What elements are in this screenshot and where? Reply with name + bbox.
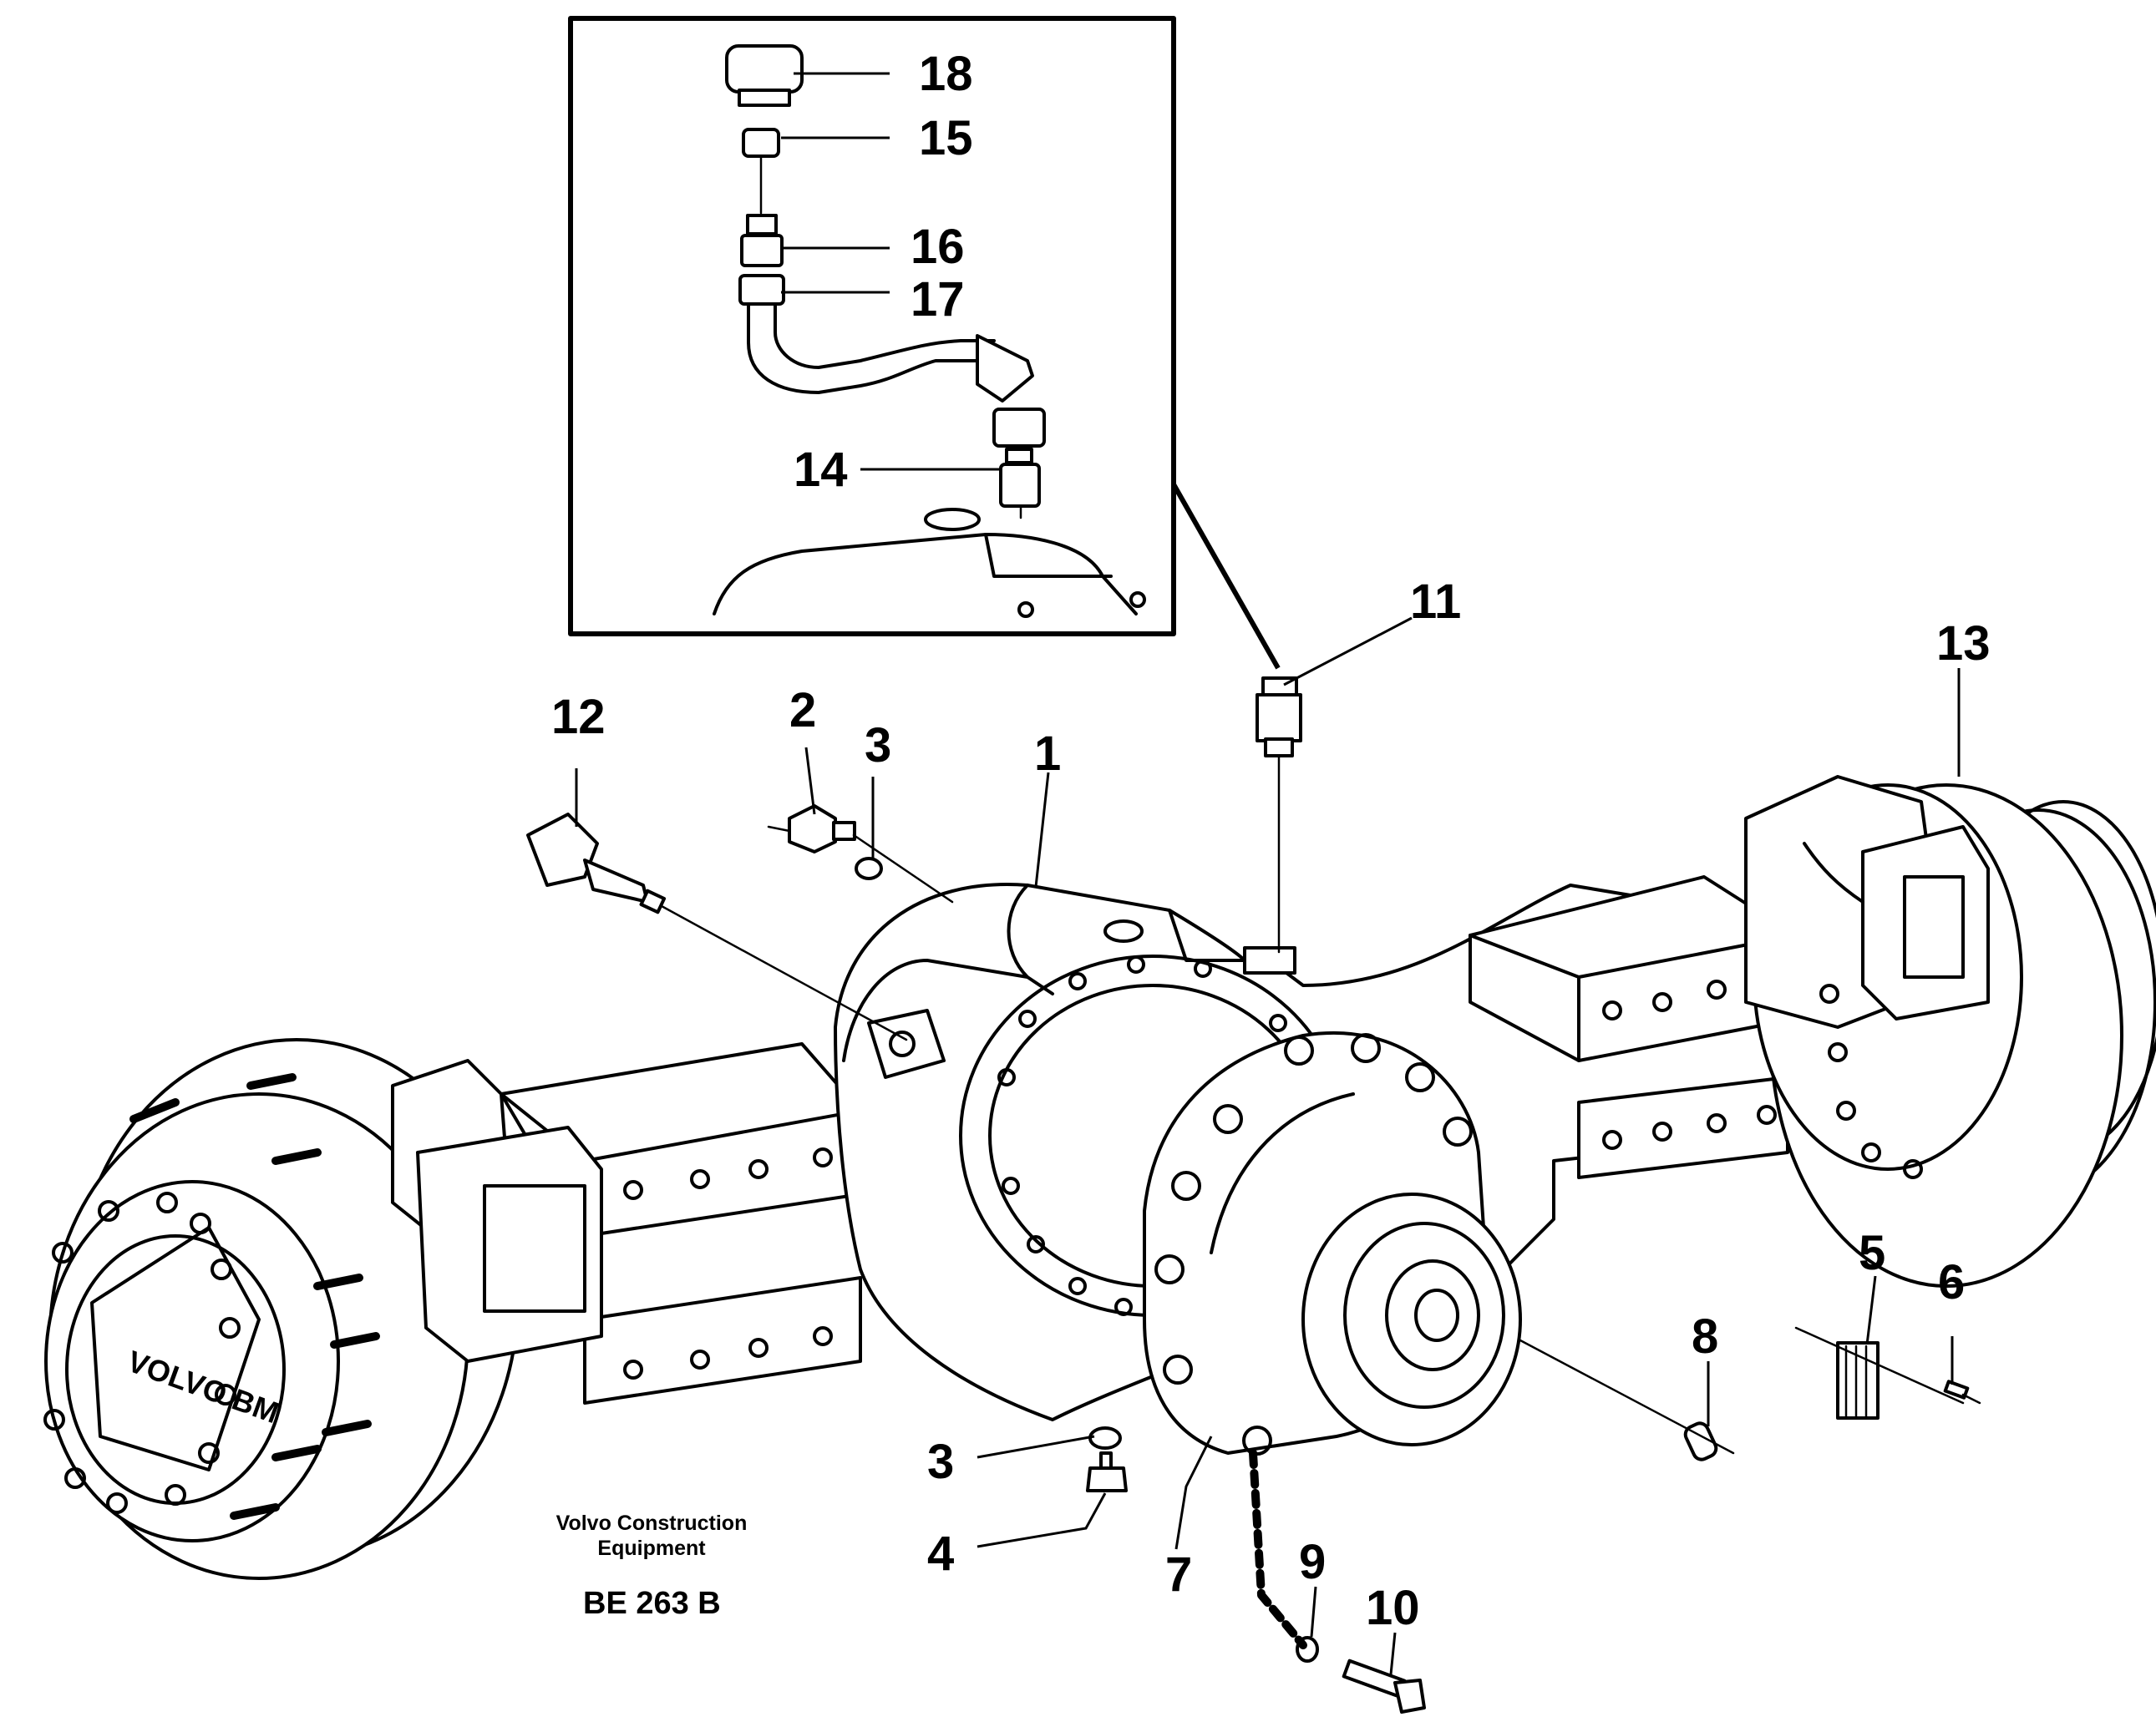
callout-13: 13 — [1936, 616, 1991, 671]
credit-line-1: Volvo Construction — [556, 1512, 748, 1535]
sensor-mount-plate — [867, 1009, 946, 1079]
callout-3-upper: 3 — [865, 718, 891, 772]
credit-line-2: Equipment — [597, 1537, 706, 1560]
inset-bolt — [1129, 591, 1146, 608]
callout-17: 17 — [911, 272, 965, 327]
right-wheel-hub — [1744, 775, 2156, 1288]
callout-14: 14 — [794, 443, 848, 497]
screw-6 — [1943, 1380, 1970, 1400]
hose-end-nut — [992, 408, 1046, 448]
left-arm-bolts — [623, 1147, 833, 1380]
hose-fitting-17 — [738, 274, 785, 306]
sensor-11 — [1256, 676, 1302, 954]
callout-12: 12 — [551, 690, 606, 744]
sensor-boss — [1243, 946, 1296, 975]
sensor-12 — [526, 813, 908, 1041]
callout-10: 10 — [1366, 1581, 1420, 1635]
drawing-code: BE 263 B — [583, 1586, 721, 1621]
dashed-assembly-line — [1249, 1449, 1307, 1649]
callout-11: 11 — [1410, 575, 1461, 629]
callout-5: 5 — [1859, 1226, 1885, 1280]
bolt-10 — [1342, 1659, 1426, 1714]
right-hub-bolts — [1819, 984, 1923, 1179]
inset-frame — [568, 16, 1176, 636]
washer-3-upper — [855, 857, 883, 880]
nipple-14 — [999, 463, 1041, 508]
callout-3-lower: 3 — [927, 1435, 954, 1489]
callout-6: 6 — [1938, 1255, 1965, 1309]
callout-labels: 18 15 16 17 14 11 13 12 2 3 1 5 6 8 3 4 … — [551, 47, 1991, 1635]
callout-7: 7 — [1165, 1547, 1192, 1602]
left-caliper — [416, 1126, 603, 1363]
element-5 — [1794, 1326, 1965, 1420]
left-caliper-pad — [483, 1184, 586, 1313]
right-arm-lower-box — [1577, 1076, 1789, 1179]
breather-cap — [725, 44, 804, 107]
flange-bolt-holes — [997, 955, 1287, 1316]
hose-elbow — [976, 334, 1034, 403]
callout-15: 15 — [919, 111, 973, 165]
inset-housing-top — [713, 533, 1138, 615]
callout-8: 8 — [1692, 1309, 1718, 1364]
callout-16: 16 — [911, 220, 965, 274]
washer-3-lower — [1088, 1426, 1122, 1450]
drain-plug-2 — [788, 804, 856, 853]
inset-detail-breather — [568, 16, 1176, 636]
callout-18: 18 — [919, 47, 973, 101]
left-arm-lower-box — [583, 1276, 862, 1405]
callout-9: 9 — [1299, 1535, 1326, 1589]
credit-block: Volvo Construction Equipment BE 263 B — [556, 1512, 748, 1621]
hose-17-lower — [747, 303, 996, 394]
final-drive-cover — [1143, 1031, 1522, 1456]
adapter-16-top — [746, 214, 778, 236]
adapter-16 — [740, 234, 784, 267]
callout-2: 2 — [789, 683, 816, 737]
inset-pointer — [1171, 483, 1281, 670]
hub-bolt-pattern — [43, 1192, 241, 1514]
hose-17-upper — [774, 303, 996, 369]
inset-breather-port — [924, 508, 981, 531]
inset-bolt — [1017, 601, 1034, 618]
inset-housing-edge — [984, 533, 1113, 578]
callout-4: 4 — [927, 1527, 954, 1581]
right-caliper — [1861, 825, 1990, 1021]
callout-1: 1 — [1034, 727, 1061, 781]
washer-9 — [1296, 1636, 1319, 1663]
plug-4 — [1086, 1451, 1128, 1492]
cover-bolt-bosses — [1154, 1033, 1473, 1456]
housing-top-plug — [1103, 919, 1144, 943]
nut-15 — [742, 128, 780, 158]
leader-lines — [575, 72, 1961, 1675]
wheel-studs — [129, 1073, 380, 1520]
left-wheel-hub: VOLVO BM — [43, 1038, 603, 1580]
